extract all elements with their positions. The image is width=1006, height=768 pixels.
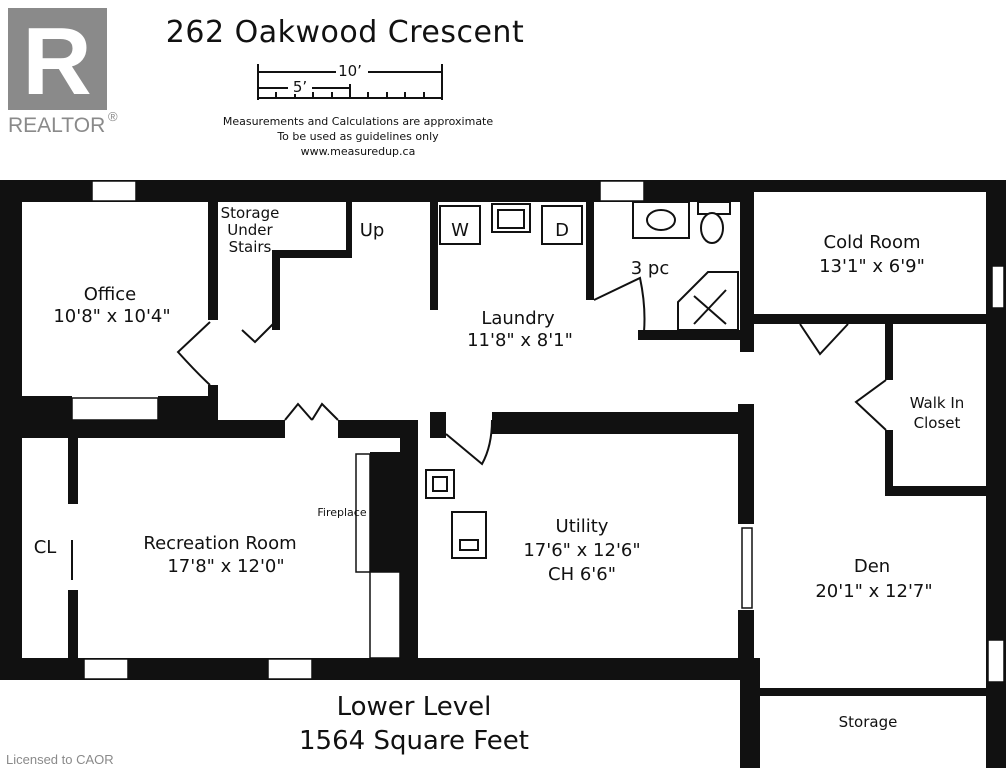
- closet-label: CL: [34, 537, 57, 558]
- fireplace-label: Fireplace: [317, 506, 366, 519]
- office-dims: 10'8" x 10'4": [53, 306, 170, 327]
- walk-in-closet-line1: Walk In: [910, 394, 965, 412]
- cold-room-name: Cold Room: [824, 232, 921, 253]
- laundry-dims: 11'8" x 8'1": [467, 330, 573, 351]
- storage-label: Storage: [839, 713, 898, 731]
- realtor-logo-box: [8, 8, 107, 110]
- scale-label-5ft: 5’: [293, 78, 307, 96]
- storage-under-stairs-line3: Stairs: [229, 238, 272, 256]
- shower: [677, 271, 739, 331]
- furnace: [451, 511, 487, 559]
- scale-label-10ft: 10’: [338, 62, 362, 80]
- disclaimer-line-1: Measurements and Calculations are approx…: [223, 115, 494, 128]
- bath-label: 3 pc: [631, 258, 670, 279]
- den-dims: 20'1" x 12'7": [815, 581, 932, 602]
- dryer: [541, 205, 583, 245]
- storage-under-stairs-line1: Storage: [221, 204, 280, 222]
- storage-under-stairs-line2: Under: [227, 221, 273, 239]
- area-label: 1564 Square Feet: [299, 726, 529, 756]
- level-label: Lower Level: [337, 692, 492, 722]
- realtor-logo: R REALTOR ®: [8, 8, 118, 137]
- realtor-trademark: ®: [108, 109, 118, 124]
- realtor-logo-mark: R: [22, 8, 91, 115]
- doors: [176, 276, 918, 691]
- walk-in-closet-line2: Closet: [914, 414, 961, 432]
- den-name: Den: [854, 556, 890, 577]
- website: www.measuredup.ca: [301, 145, 416, 158]
- utility-name: Utility: [556, 516, 609, 537]
- fixtures: W D: [71, 201, 739, 580]
- cold-room-dims: 13'1" x 6'9": [819, 256, 925, 277]
- recreation-room-dims: 17'8" x 12'0": [167, 556, 284, 577]
- property-title: 262 Oakwood Crescent: [166, 15, 524, 50]
- office-name: Office: [84, 284, 137, 305]
- washer: [439, 205, 481, 245]
- walls: [0, 180, 1006, 768]
- realtor-logo-text: REALTOR: [8, 114, 105, 137]
- washer-label: W: [451, 220, 469, 241]
- scale-bar: 10’ 5’: [257, 62, 443, 100]
- disclaimer-line-2: To be used as guidelines only: [276, 130, 439, 143]
- windows: [71, 180, 1005, 683]
- stairs-up-label: Up: [360, 220, 385, 241]
- license-text: Licensed to CAOR: [6, 752, 114, 767]
- utility-dims: 17'6" x 12'6": [523, 540, 640, 561]
- recreation-room-name: Recreation Room: [143, 533, 296, 554]
- laundry-name: Laundry: [481, 308, 555, 329]
- utility-ceiling-height: CH 6'6": [548, 564, 616, 585]
- dryer-label: D: [555, 220, 569, 241]
- water-heater: [425, 469, 455, 499]
